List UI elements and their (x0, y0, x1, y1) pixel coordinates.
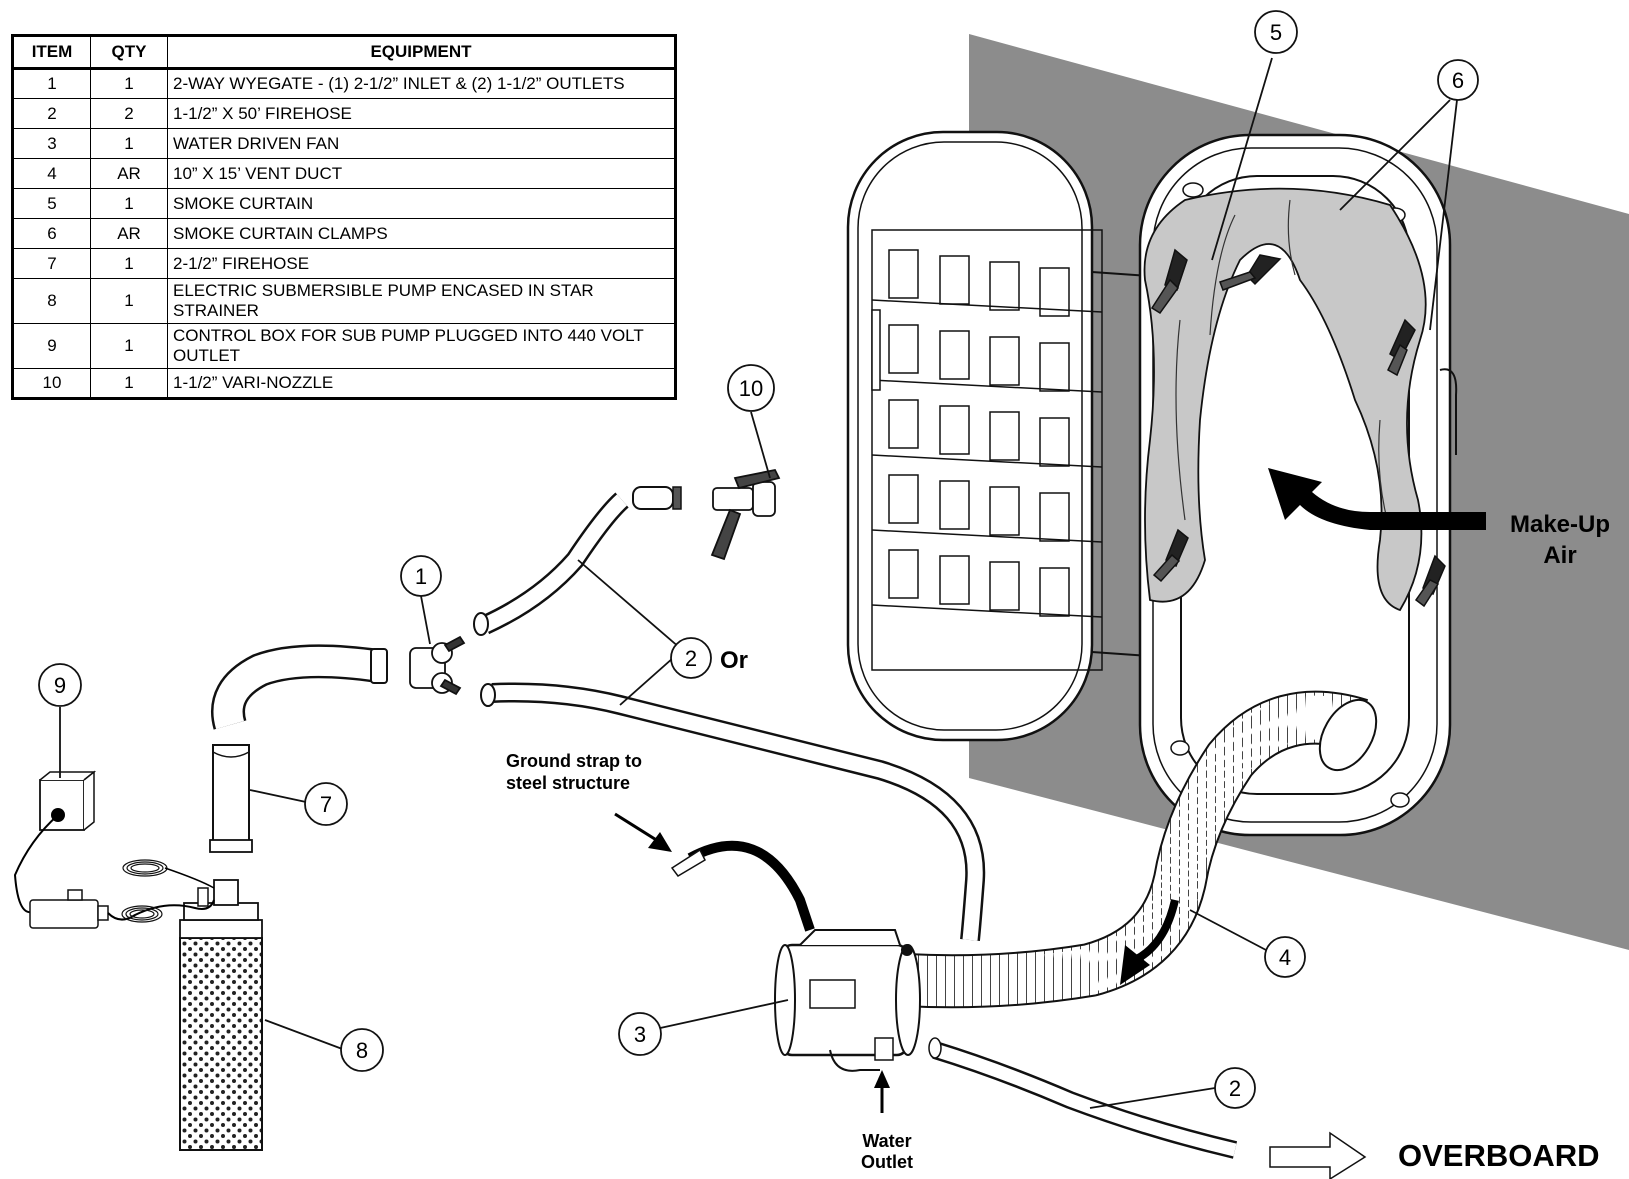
equipment-cell: ELECTRIC SUBMERSIBLE PUMP ENCASED IN STA… (167, 278, 676, 324)
equipment-cell: SMOKE CURTAIN CLAMPS (167, 218, 676, 249)
qty-column-header: QTY (90, 35, 168, 69)
equipment-cell: 2-1/2” FIREHOSE (167, 248, 676, 279)
callout-1-circle (400, 555, 442, 597)
qty-cell: 1 (90, 68, 168, 99)
table-row: 6 AR SMOKE CURTAIN CLAMPS (12, 218, 676, 249)
callout-9-circle (38, 663, 82, 707)
callout-10: 10 (739, 376, 763, 401)
item-cell: 6 (12, 218, 91, 249)
make-up-air-label-2: Air (1543, 542, 1576, 569)
callout-8-circle (340, 1028, 384, 1072)
water-outlet-label-2: Outlet (861, 1152, 913, 1172)
callout-5: 5 (1270, 20, 1282, 45)
qty-cell: AR (90, 158, 168, 189)
callout-6-circle (1437, 59, 1479, 101)
curtain-clamps (1150, 248, 1446, 608)
equipment-cell: CONTROL BOX FOR SUB PUMP PLUGGED INTO 44… (167, 323, 676, 369)
item-cell: 7 (12, 248, 91, 279)
qty-cell: 1 (90, 188, 168, 219)
vari-nozzle (710, 468, 781, 561)
callout-5-circle (1254, 10, 1298, 54)
callout-4: 4 (1279, 945, 1291, 970)
equipment-cell: 1-1/2” X 50’ FIREHOSE (167, 98, 676, 129)
qty-cell: 2 (90, 98, 168, 129)
callout-2b: 2 (1229, 1076, 1241, 1101)
make-up-air-label-1: Make-Up (1510, 511, 1610, 538)
make-up-air-arrow (1268, 468, 1486, 530)
hatch-door (846, 130, 1151, 742)
table-row: 4 AR 10” X 15’ VENT DUCT (12, 158, 676, 189)
power-cable (29, 889, 109, 929)
or-label: Or (720, 647, 748, 674)
callout-10-circle (727, 364, 775, 412)
callout-7: 7 (320, 792, 332, 817)
callout-2a: 2 (685, 646, 697, 671)
overboard-label: OVERBOARD (1398, 1138, 1600, 1173)
callout-6: 6 (1452, 68, 1464, 93)
table-row: 3 1 WATER DRIVEN FAN (12, 128, 676, 159)
control-box (39, 770, 97, 831)
table-row: 7 1 2-1/2” FIREHOSE (12, 248, 676, 279)
callout-8: 8 (356, 1038, 368, 1063)
equipment-column-header: EQUIPMENT (167, 35, 676, 69)
wyegate (409, 635, 466, 696)
equipment-cell: WATER DRIVEN FAN (167, 128, 676, 159)
item-cell: 8 (12, 278, 91, 324)
callout-2b-circle (1214, 1067, 1256, 1109)
item-cell: 3 (12, 128, 91, 159)
equipment-cell: 1-1/2” VARI-NOZZLE (167, 368, 676, 399)
item-cell: 10 (12, 368, 91, 399)
callout-7-circle (304, 782, 348, 826)
item-column-header: ITEM (12, 35, 91, 69)
equipment-cell: 2-WAY WYEGATE - (1) 2-1/2” INLET & (2) 1… (167, 68, 676, 99)
callout-1: 1 (415, 564, 427, 589)
water-driven-fan (774, 929, 921, 1072)
overboard-arrow (1269, 1131, 1367, 1179)
equipment-table: ITEM QTY EQUIPMENT 1 1 2-WAY WYEGATE - (… (11, 34, 677, 400)
qty-cell: 1 (90, 368, 168, 399)
qty-cell: 1 (90, 323, 168, 369)
ground-strap (687, 840, 815, 932)
water-outlet-label-1: Water (862, 1131, 911, 1151)
callout-3-circle (618, 1012, 662, 1056)
table-row: 10 1 1-1/2” VARI-NOZZLE (12, 368, 676, 399)
qty-cell: 1 (90, 248, 168, 279)
table-row: 9 1 CONTROL BOX FOR SUB PUMP PLUGGED INT… (12, 323, 676, 369)
ground-strap-label-1: Ground strap to (506, 751, 642, 771)
callout-2a-circle (670, 637, 712, 679)
item-cell: 2 (12, 98, 91, 129)
item-cell: 9 (12, 323, 91, 369)
table-header-row: ITEM QTY EQUIPMENT (12, 35, 676, 69)
table-row: 2 2 1-1/2” X 50’ FIREHOSE (12, 98, 676, 129)
qty-cell: 1 (90, 278, 168, 324)
smoke-curtain (1143, 187, 1427, 612)
callout-3: 3 (634, 1022, 646, 1047)
item-cell: 1 (12, 68, 91, 99)
equipment-cell: 10” X 15’ VENT DUCT (167, 158, 676, 189)
table-row: 8 1 ELECTRIC SUBMERSIBLE PUMP ENCASED IN… (12, 278, 676, 324)
item-cell: 4 (12, 158, 91, 189)
ground-strap-label-2: steel structure (506, 773, 630, 793)
callout-9: 9 (54, 673, 66, 698)
callout-4-circle (1264, 936, 1306, 978)
table-row: 5 1 SMOKE CURTAIN (12, 188, 676, 219)
qty-cell: AR (90, 218, 168, 249)
table-row: 1 1 2-WAY WYEGATE - (1) 2-1/2” INLET & (… (12, 68, 676, 99)
submersible-pump (179, 879, 263, 1151)
qty-cell: 1 (90, 128, 168, 159)
equipment-cell: SMOKE CURTAIN (167, 188, 676, 219)
item-cell: 5 (12, 188, 91, 219)
